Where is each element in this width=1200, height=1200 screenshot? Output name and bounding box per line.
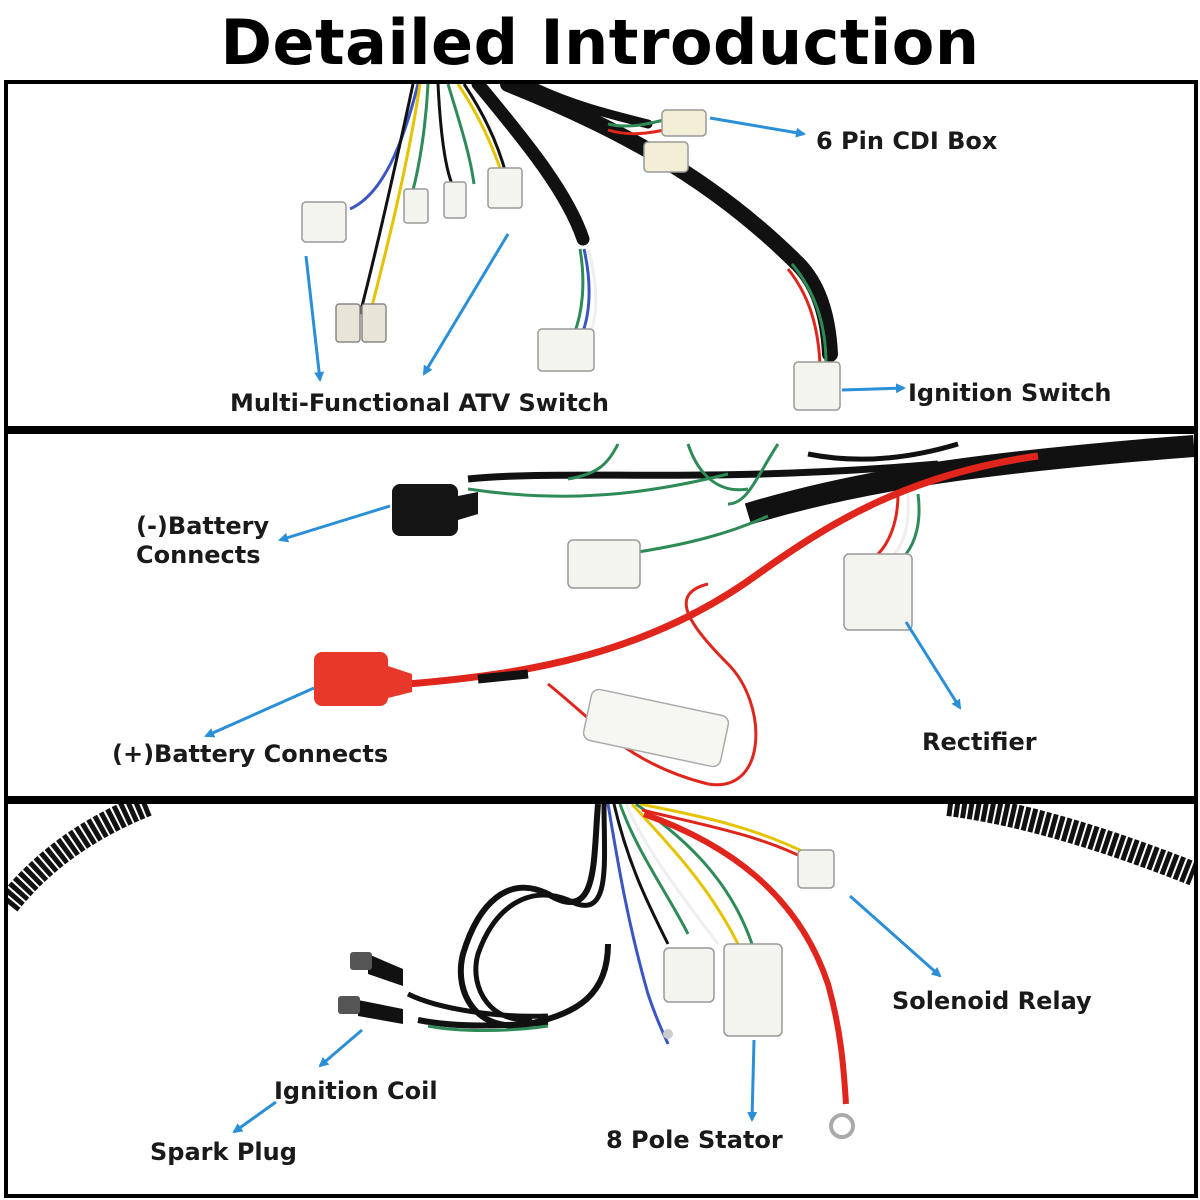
arrow-cdi — [709, 116, 806, 138]
label-ignition-coil: Ignition Coil — [274, 1077, 438, 1105]
harness-illustration-middle — [204, 435, 1194, 787]
red-stator-wire — [642, 811, 849, 1105]
harness-illustration-top — [301, 84, 906, 411]
label-pos-battery: (+)Battery Connects — [112, 740, 389, 768]
arrow-atv-right — [422, 233, 510, 376]
label-atv-switch: Multi-Functional ATV Switch — [230, 389, 609, 417]
arrow-solenoid — [849, 894, 942, 978]
label-rectifier: Rectifier — [922, 728, 1037, 756]
arrow-atv-left — [304, 255, 325, 382]
arrow-neg-battery — [278, 504, 391, 543]
arrow-stator — [747, 1039, 758, 1122]
relay-connector — [797, 849, 835, 889]
arrow-pos-battery — [204, 686, 315, 738]
rectifier-connector — [843, 553, 913, 631]
harness-illustration-bottom — [8, 804, 1194, 1139]
label-stator: 8 Pole Stator — [606, 1126, 783, 1154]
fuse-holder — [582, 688, 730, 768]
panel-coil-stator: Solenoid Relay Ignition Coil Spark Plug … — [4, 800, 1198, 1198]
stator-connector — [723, 943, 783, 1037]
panel-cdi-switches: 6 Pin CDI Box Multi-Functional ATV Switc… — [4, 80, 1198, 430]
label-spark-plug: Spark Plug — [150, 1138, 297, 1166]
positive-battery-cap — [314, 652, 388, 706]
arrow-ignition-coil — [318, 1028, 363, 1068]
label-neg-battery-line2: Connects — [136, 541, 261, 569]
arrow-rectifier — [904, 621, 962, 710]
arrow-spark-plug — [232, 1100, 277, 1134]
label-cdi-box: 6 Pin CDI Box — [816, 127, 998, 155]
label-ignition-switch: Ignition Switch — [908, 379, 1112, 407]
arrow-ignition-switch — [841, 383, 906, 394]
negative-battery-cap — [392, 484, 458, 536]
conduit-right — [946, 804, 1194, 886]
label-neg-battery-line1: (-)Battery — [136, 512, 270, 540]
conduit-left — [8, 804, 153, 912]
page-title: Detailed Introduction — [220, 6, 980, 79]
connector — [301, 201, 347, 243]
label-solenoid-relay: Solenoid Relay — [892, 987, 1092, 1015]
red-power-wire — [407, 452, 1039, 688]
panel-battery-rectifier: (-)Battery Connects (+)Battery Connects … — [4, 430, 1198, 800]
